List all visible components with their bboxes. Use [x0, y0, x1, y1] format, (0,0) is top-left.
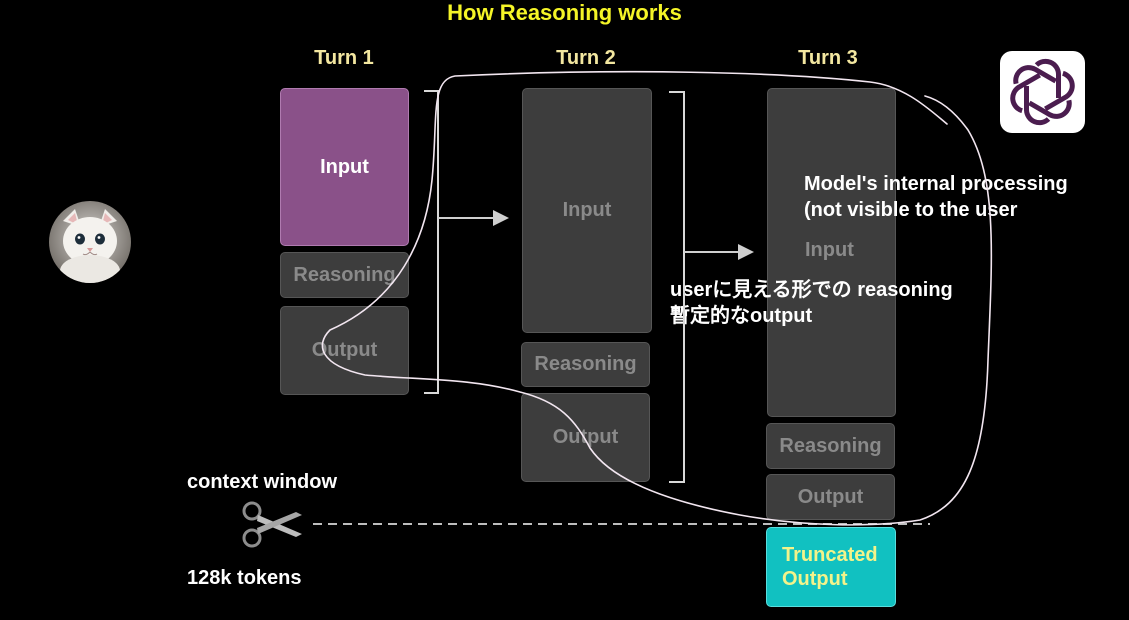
turn-3-output-box: Output	[766, 474, 895, 520]
token-limit-label: 128k tokens	[187, 567, 302, 589]
turn-1-label: Turn 1	[314, 47, 374, 69]
turn-1-bracket	[424, 90, 439, 394]
turn-3-input-box: Input	[767, 88, 896, 417]
turn-3-reasoning-box: Reasoning	[766, 423, 895, 469]
turn-3-input-label: Input	[805, 239, 854, 261]
visible-reasoning-note: userに見える形での reasoning 暫定的なoutput	[670, 279, 953, 327]
scissors-icon	[240, 500, 306, 550]
turn-3-truncated-output-box: Truncated Output	[766, 527, 896, 607]
turn-2-bracket	[669, 91, 685, 483]
hand-drawn-loop	[321, 70, 993, 526]
openai-logo-icon	[1000, 51, 1085, 133]
turn-1-reasoning-box: Reasoning	[280, 252, 409, 298]
turn-2-input-box: Input	[522, 88, 652, 333]
context-window-label: context window	[187, 471, 337, 493]
page-title: How Reasoning works	[447, 0, 682, 25]
turn-1-input-box: Input	[280, 88, 409, 246]
turn-2-label: Turn 2	[556, 47, 616, 69]
turn-1-output-box: Output	[280, 306, 409, 395]
turn-2-output-box: Output	[521, 393, 650, 482]
turn-2-reasoning-box: Reasoning	[521, 342, 650, 387]
internal-processing-note: Model's internal processing (not visible…	[804, 173, 1068, 221]
cat-avatar	[49, 201, 131, 283]
turn-3-label: Turn 3	[798, 47, 858, 69]
